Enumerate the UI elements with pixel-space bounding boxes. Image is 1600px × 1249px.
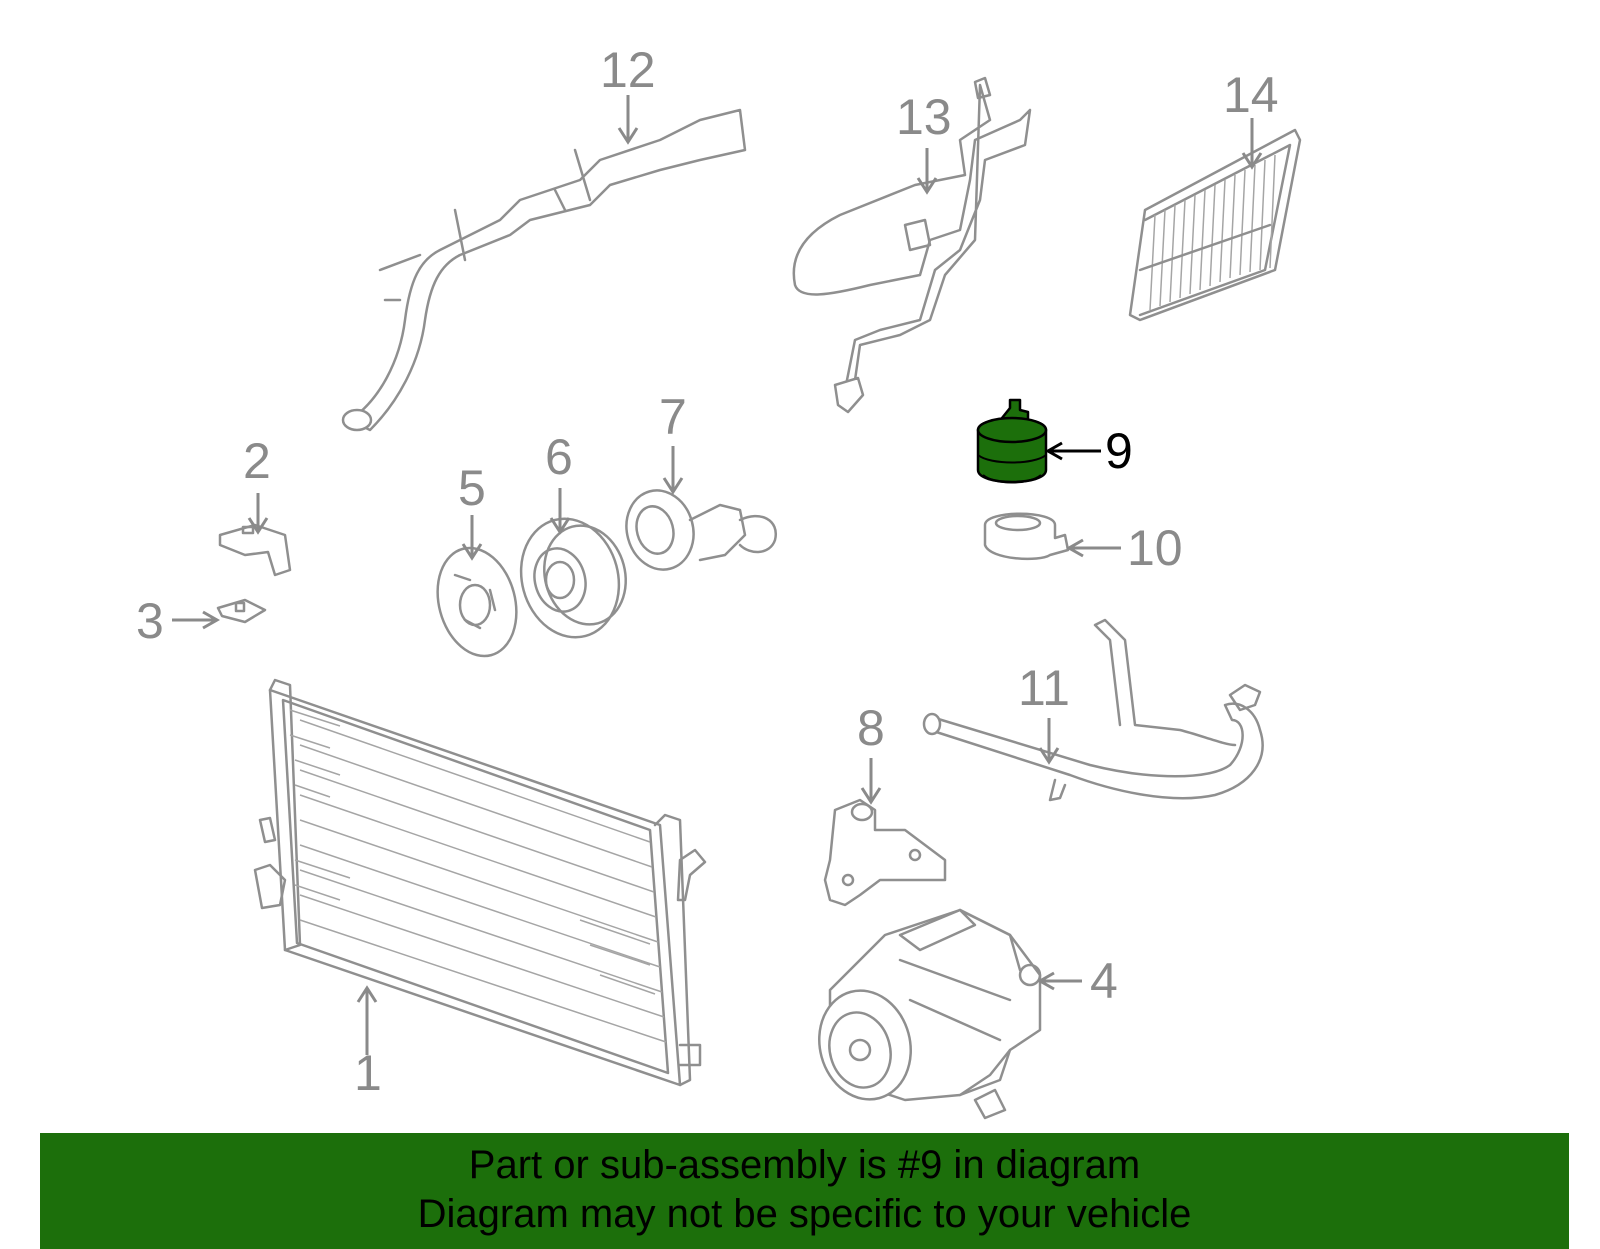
callout-4: 4 <box>1090 953 1118 1009</box>
part-9-accumulator[interactable] <box>976 398 1048 484</box>
part-5-clutch-hub[interactable] <box>426 539 528 665</box>
arrow-14 <box>1241 118 1263 170</box>
callout-arrows <box>172 95 1263 1055</box>
callout-14: 14 <box>1223 67 1279 123</box>
part-14-filter[interactable] <box>1128 128 1302 322</box>
part-7-coil[interactable] <box>618 483 778 577</box>
part-1-condenser[interactable] <box>253 678 707 1087</box>
arrow-10 <box>1065 538 1121 558</box>
info-banner: Part or sub-assembly is #9 in diagram Di… <box>40 1133 1569 1249</box>
callout-6: 6 <box>545 429 573 485</box>
callout-3: 3 <box>136 593 164 649</box>
part-6-pulley[interactable] <box>508 508 636 649</box>
arrow-9 <box>1044 441 1101 461</box>
callout-12: 12 <box>600 42 656 98</box>
arrow-12 <box>617 95 639 145</box>
callout-13: 13 <box>896 89 952 145</box>
callout-1: 1 <box>354 1045 382 1101</box>
callout-11: 11 <box>1018 660 1070 716</box>
part-8-bracket[interactable] <box>823 798 947 907</box>
banner-line-2: Diagram may not be specific to your vehi… <box>417 1192 1192 1236</box>
arrow-2 <box>247 493 269 535</box>
callout-9: 9 <box>1105 423 1133 479</box>
arrow-6 <box>549 488 571 535</box>
part-13-hose[interactable] <box>792 76 1032 414</box>
callout-5: 5 <box>458 460 486 516</box>
part-10-bracket[interactable] <box>983 512 1070 561</box>
arrow-3 <box>172 610 221 630</box>
arrow-11 <box>1038 718 1060 765</box>
callout-2: 2 <box>243 433 271 489</box>
part-3-nut[interactable] <box>216 598 267 624</box>
part-2-bracket[interactable] <box>218 523 292 577</box>
arrow-8 <box>860 758 882 805</box>
part-11-hose[interactable] <box>922 618 1264 802</box>
callout-labels: 1 2 3 4 5 6 7 8 9 10 11 12 13 14 <box>136 42 1279 1101</box>
part-4-compressor[interactable] <box>807 908 1042 1120</box>
callout-8: 8 <box>857 700 885 756</box>
callout-7: 7 <box>659 389 687 445</box>
arrow-7 <box>662 446 684 495</box>
part-12-hose[interactable] <box>341 108 747 432</box>
arrow-13 <box>916 148 938 195</box>
banner-line-1: Part or sub-assembly is #9 in diagram <box>468 1143 1141 1187</box>
parts-diagram: 1 2 3 4 5 6 7 8 9 10 11 12 13 14 <box>136 42 1302 1120</box>
arrow-5 <box>461 515 483 561</box>
callout-10: 10 <box>1127 520 1183 576</box>
arrow-1 <box>356 985 378 1055</box>
arrow-4 <box>1036 971 1082 991</box>
